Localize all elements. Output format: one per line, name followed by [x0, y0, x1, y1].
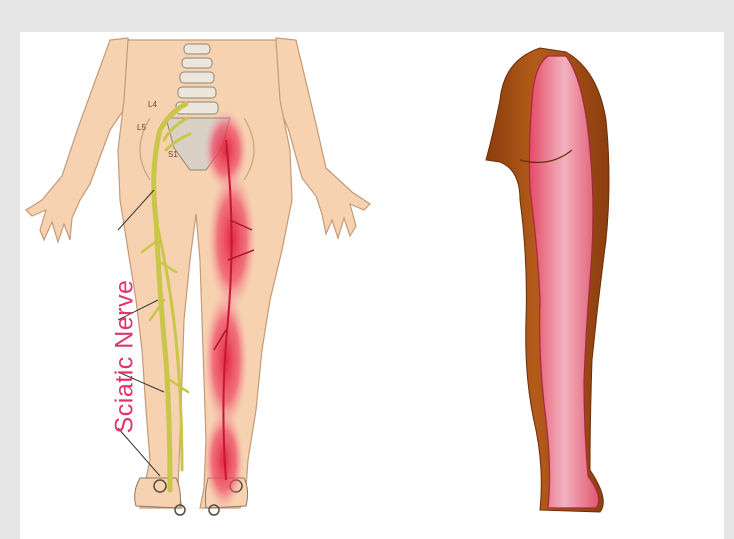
left-foot [135, 478, 181, 508]
vertebra-label-l4: L4 [148, 100, 157, 109]
vertebra-label-l5: L5 [137, 123, 146, 132]
back-view-figure [26, 38, 370, 515]
vertebra-label-s1: S1 [168, 150, 178, 159]
sciatic-nerve-label: Sciatic Nerve [110, 280, 139, 434]
side-view-leg [486, 48, 609, 512]
